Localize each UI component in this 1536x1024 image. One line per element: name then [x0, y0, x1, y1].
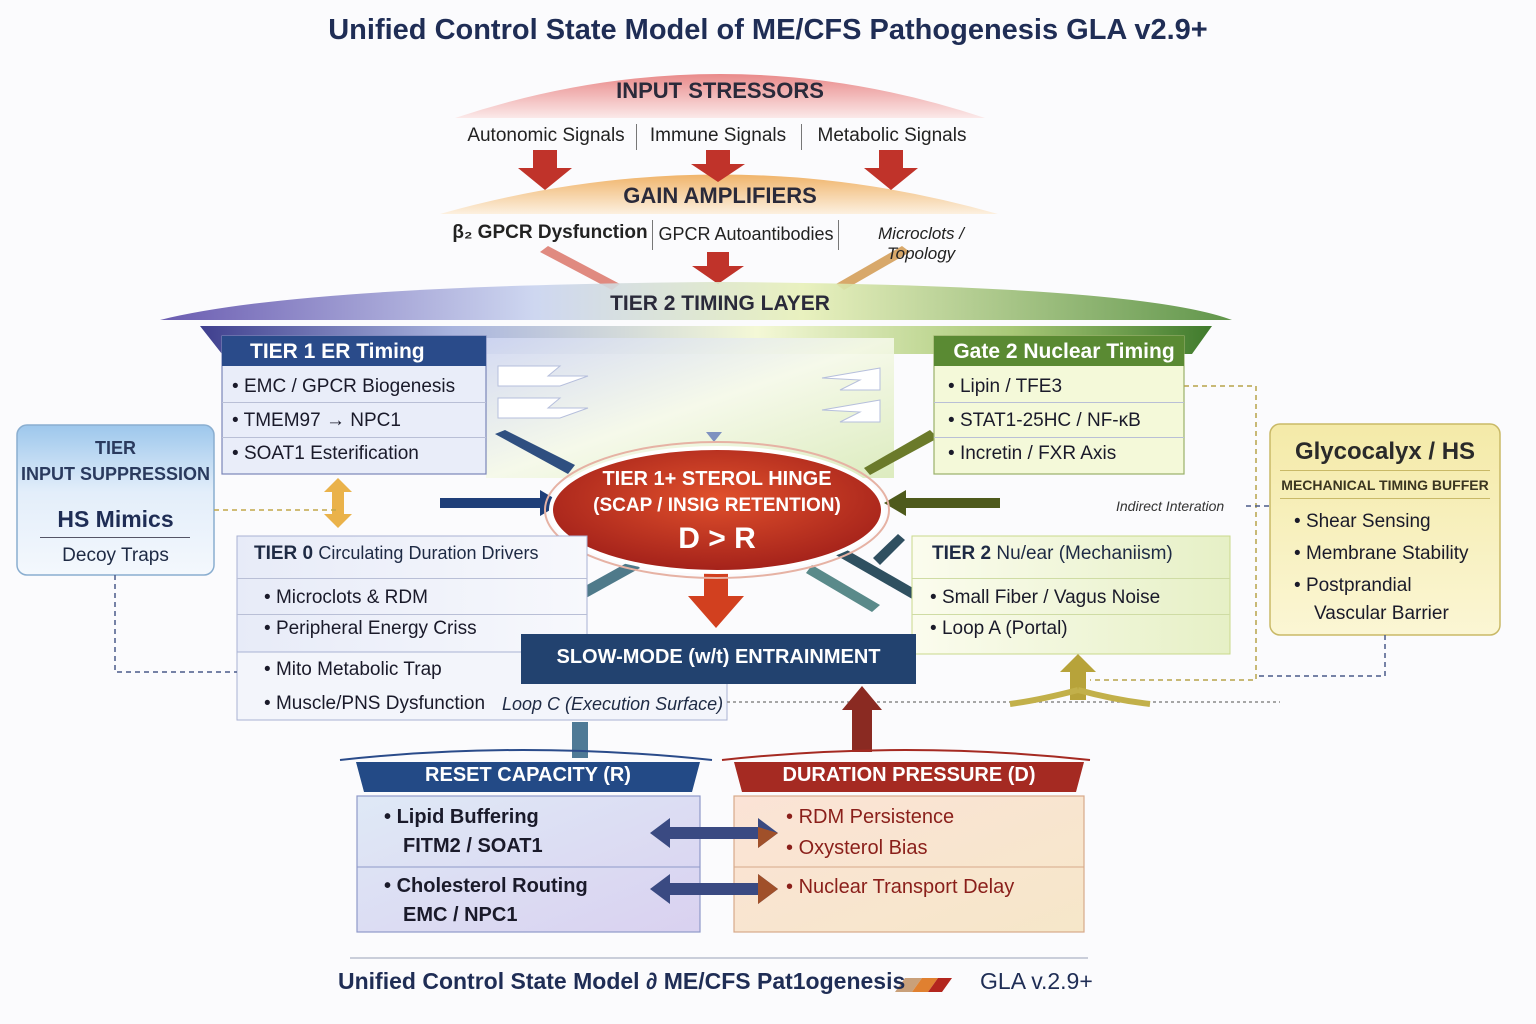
sterol-hinge-subtitle: (SCAP / INSIG RETENTION): [593, 495, 841, 516]
duration-item: RDM Persistence: [786, 806, 1076, 829]
gate2-header: Gate 2 Nuclear Timing: [953, 340, 1175, 363]
duration-item: Nuclear Transport Delay: [786, 876, 1076, 899]
sterol-hinge-ellipse: [549, 446, 885, 574]
sterol-hinge-title: TIER 1+ STEROL HINGE: [602, 468, 832, 490]
immune-signals: Immune Signals: [649, 125, 787, 146]
duration-up-arrow: [842, 686, 882, 752]
gate2-item: Incretin / FXR Axis: [948, 443, 1180, 465]
glycocalyx-item: Membrane Stability: [1294, 543, 1494, 565]
slow-mode-entrainment: SLOW-MODE (w/t) ENTRAINMENT: [556, 646, 881, 668]
page-title: Unified Control State Model of ME/CFS Pa…: [328, 14, 1208, 46]
gain-amplifiers-arch: [440, 174, 998, 214]
glycocalyx-item: Postprandial: [1294, 575, 1494, 597]
input-stressors-label: INPUT STRESSORS: [616, 78, 824, 103]
tier2-nuclear-item: Small Fiber / Vagus Noise: [930, 587, 1228, 609]
reset-item-detail: FITM2 / SOAT1: [403, 835, 543, 857]
gate2-item: STAT1-25HC / NF-κB: [948, 410, 1180, 432]
glycocalyx-item: Shear Sensing: [1294, 511, 1494, 533]
b2-gpcr-dysfunction: β₂ GPCR Dysfunction: [452, 222, 648, 243]
reset-item: Cholesterol Routing: [384, 875, 684, 898]
reset-connector: [572, 722, 588, 758]
reset-duration-arrows: [650, 818, 778, 904]
indirect-interaction-label: Indirect Interation: [1116, 498, 1225, 514]
tier0-header: TIER 0 Circulating Duration Drivers: [254, 543, 539, 564]
reset-item: Lipid Buffering: [384, 806, 684, 829]
input-suppression-label: INPUT SUPPRESSION: [20, 464, 211, 484]
tier2-nuclear-item: Loop A (Portal): [930, 618, 1228, 640]
tier1-item: SOAT1 Esterification: [232, 443, 484, 465]
metabolic-signals: Metabolic Signals: [817, 125, 967, 146]
tier2-timing-layer-label: TIER 2 TIMING LAYER: [610, 292, 830, 315]
center-chevrons: [497, 365, 881, 423]
autonomic-signals: Autonomic Signals: [467, 125, 625, 146]
gain-amplifiers-label: GAIN AMPLIFIERS: [623, 183, 817, 208]
gate2-item: Lipin / TFE3: [948, 376, 1180, 398]
hinge-to-slowmode-arrow: [688, 566, 744, 628]
glycocalyx-item: Vascular Barrier: [1314, 603, 1449, 624]
loop-fork-arrow: [1009, 654, 1151, 707]
gpcr-autoantibodies: GPCR Autoantibodies: [658, 224, 834, 244]
tier2-dome: [160, 282, 1232, 320]
tier0-item: Muscle/PNS Dysfunction: [264, 693, 504, 715]
loop-c-label: Loop C (Execution Surface): [502, 694, 724, 714]
decoy-traps: Decoy Traps: [62, 545, 169, 566]
duration-pressure-header: DURATION PRESSURE (D): [782, 764, 1036, 786]
stressor-arrows: [518, 150, 918, 190]
suppression-double-arrow: [324, 478, 352, 528]
tier0-item: Mito Metabolic Trap: [264, 659, 584, 681]
reset-item-detail: EMC / NPC1: [403, 904, 518, 926]
tier2-nuclear-header: TIER 2 Nu/ear (Mechaniism): [932, 543, 1173, 564]
dashed-connectors: [114, 385, 1386, 703]
input-stressors-arch: [455, 74, 985, 118]
reset-capacity-header: RESET CAPACITY (R): [425, 764, 631, 786]
gain-arrows: [540, 246, 910, 290]
tier1-item: EMC / GPCR Biogenesis: [232, 376, 484, 398]
d-greater-r: D > R: [678, 522, 756, 555]
glycocalyx-subtitle: MECHANICAL TIMING BUFFER: [1281, 477, 1489, 493]
microclots-topology: Microclots / Topology: [878, 224, 964, 263]
footer-stripes-icon: [895, 978, 952, 992]
hs-mimics-title: HS Mimics: [57, 506, 174, 532]
tier0-item: Peripheral Energy Criss: [264, 618, 584, 640]
glycocalyx-title: Glycocalyx / HS: [1294, 438, 1476, 465]
hinge-arrows: [440, 430, 1000, 612]
input-suppression-tier: TIER: [94, 438, 136, 458]
duration-item: Oxysterol Bias: [786, 837, 1076, 860]
tier0-item: Microclots & RDM: [264, 587, 584, 609]
tier1-er-header: TIER 1 ER Timing: [250, 340, 425, 363]
footer-caption: Unified Control State Model ∂ ME/CFS Pat…: [338, 968, 1093, 994]
tier1-item: TMEM97 → NPC1: [232, 410, 484, 432]
